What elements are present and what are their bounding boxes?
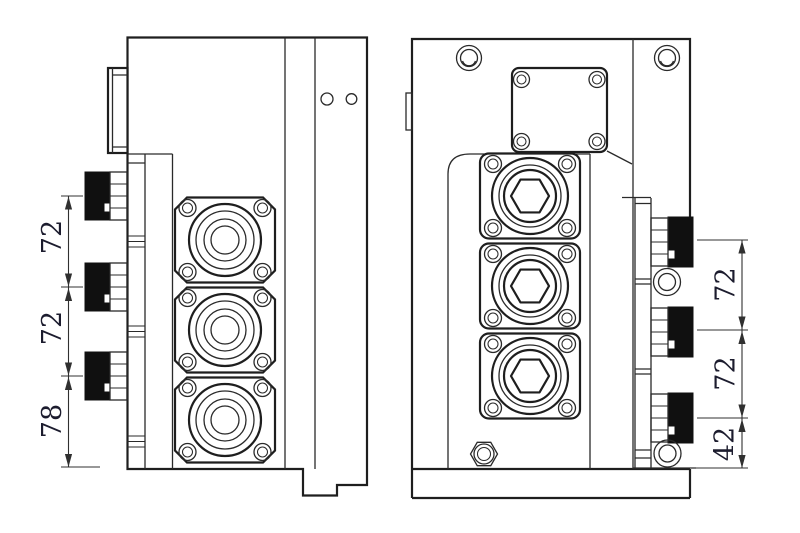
connector-block — [650, 216, 694, 268]
dim-label-left-1: 72 — [37, 220, 68, 254]
pilot-hole-right — [345, 93, 358, 105]
connector-block — [650, 392, 694, 444]
side-tab — [405, 92, 413, 131]
flange-port — [478, 332, 582, 420]
left-view-body-outline — [126, 36, 369, 497]
left-view — [84, 36, 369, 497]
left-view-rail-segments — [127, 235, 145, 448]
flange-port — [478, 152, 582, 240]
flange-port — [173, 196, 277, 284]
left-view-panel-lines — [127, 37, 316, 469]
connector-block — [84, 262, 128, 312]
connector-block — [84, 171, 128, 221]
top-cover-plate — [510, 66, 609, 154]
top-connector-housing — [106, 66, 129, 155]
dim-label-right-2: 72 — [711, 356, 742, 390]
flange-port — [478, 242, 582, 330]
left-view-dimensions: 72 72 78 — [37, 195, 100, 468]
rail-screw — [652, 267, 682, 297]
corner-screw — [455, 44, 483, 72]
right-view — [405, 37, 696, 500]
corner-screw — [653, 44, 681, 72]
dim-label-right-3: 42 — [710, 427, 741, 461]
hex-screw — [469, 441, 499, 467]
flange-port — [173, 376, 277, 464]
right-view-body-outline — [410, 37, 692, 500]
connector-block — [84, 351, 128, 401]
connector-block — [650, 306, 694, 358]
rail-screw — [653, 439, 682, 468]
boss-contour — [447, 150, 633, 469]
pilot-hole-left — [320, 92, 334, 106]
dim-label-left-2: 72 — [37, 311, 68, 345]
dim-label-left-3: 78 — [37, 404, 68, 438]
right-view-dimensions: 72 72 42 — [694, 239, 748, 469]
dim-label-right-1: 72 — [711, 267, 742, 301]
flange-port — [173, 286, 277, 374]
